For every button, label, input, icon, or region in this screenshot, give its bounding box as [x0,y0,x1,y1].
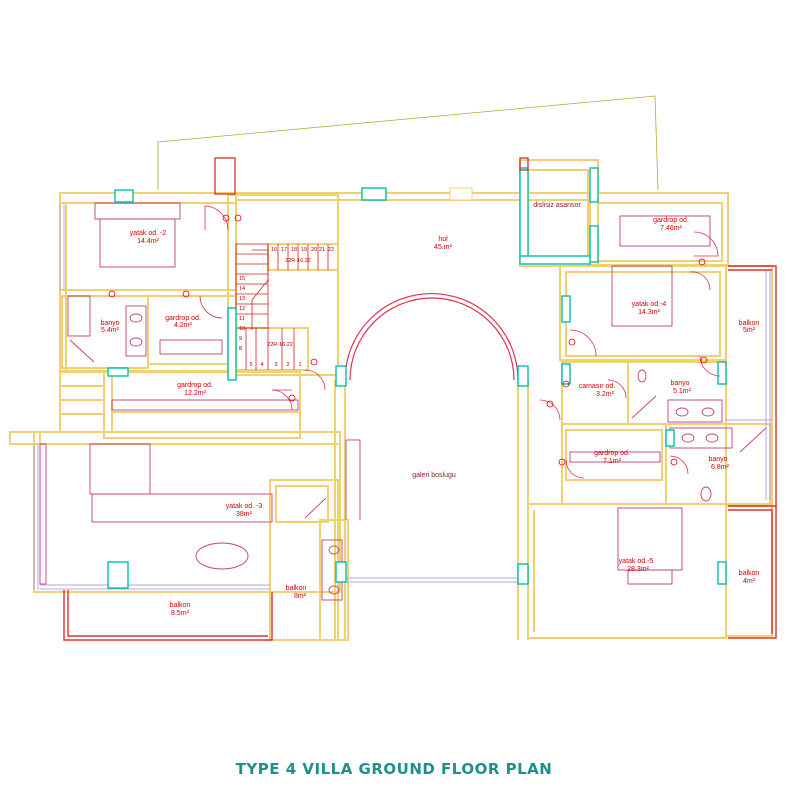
room-name-balkon3: balkon [170,602,191,609]
stair-num: 20 [311,247,317,253]
stair-num: 1 [298,362,301,368]
room-area-banyo3: 6.8m² [711,464,730,471]
room-labels: yatak od. -2 14.4m² banyo 5.4m² gardrop … [100,202,759,617]
stair-num: 19 [301,247,307,253]
stair-num: 8 [239,346,242,352]
stair-mark-upper: 22R-16.22 [285,258,311,264]
stair-num: 10 [239,326,245,332]
stair-num: 12 [239,306,245,312]
plan-title: TYPE 4 VILLA GROUND FLOOR PLAN [235,760,553,778]
red-column-stubs [214,157,529,195]
room-area-banyo2: 5.1m² [673,388,692,395]
stair-num: 14 [239,286,245,292]
stair-numbers: 16 17 18 19 20 21 22 22R-16.22 15 14 13 … [239,247,334,368]
stair-num: 4 [260,362,263,368]
roof-outline [157,95,659,191]
gallery-arch [344,292,519,381]
room-name-gardrop3: gardrop od. [653,217,689,224]
stair-num: 21 [319,247,325,253]
room-name-galeri: galeri boslugu [412,472,456,479]
stair-num: 11 [239,316,245,322]
room-name-hol: hol [438,236,448,243]
stair-num: 9 [239,336,242,342]
room-area-balkon4: 4m² [743,578,756,585]
columns [107,167,727,589]
stair-num: 18 [291,247,297,253]
stair-num: 16 [271,247,277,253]
balcony-rails [63,265,777,641]
stair-num: 2 [286,362,289,368]
room-area-gardrop4: 7.1m² [603,458,622,465]
room-name-gardrop4: gardrop od. [594,450,630,457]
column-white-top [449,187,473,201]
room-area-balkon3: 8.5m² [171,610,190,617]
room-name-camasir: camasır od. [579,383,616,390]
room-name-gardrop1: gardrop od. [165,315,201,322]
room-name-balkon1: balkon [739,320,760,327]
room-area-gardrop2: 12.2m² [184,390,206,397]
room-area-gardrop3: 7.46m² [660,225,682,232]
room-name-yatak3: yatak od. -3 [226,503,263,510]
stair-mark-lower: 22R-16.22 [267,342,293,348]
room-area-yatak2: 14.4m² [137,238,159,245]
furniture [39,202,767,601]
room-name-yatak4: yatak od.-4 [632,301,667,308]
room-area-yatak4: 14.3m² [638,309,660,316]
room-area-balkon1: 5m² [743,327,756,334]
stair-num: 5 [249,362,252,368]
stair-num: 17 [281,247,287,253]
room-name-asansor: dislisiz asansor [533,202,581,209]
room-area-camasir: 3.2m² [596,391,615,398]
room-area-balkon2: 8m² [294,593,307,600]
room-name-balkon2: balkon [286,585,307,592]
room-area-yatak3: 38m² [236,511,253,518]
door-swings [199,205,721,479]
windows [33,205,772,590]
room-name-banyo1: banyo [100,320,119,327]
room-name-yatak2: yatak od. -2 [130,230,167,237]
room-name-balkon4: balkon [739,570,760,577]
room-name-banyo3: banyo [708,456,727,463]
room-area-gardrop1: 4.2m² [174,322,193,329]
stair-num: 3 [274,362,277,368]
room-name-banyo2: banyo [670,380,689,387]
stair-num: 22 [328,247,334,253]
room-name-yatak5: yatak od.-5 [619,558,654,565]
level-markers [108,214,708,466]
stair-num: 13 [239,296,245,302]
room-area-banyo1: 5.4m² [101,327,120,334]
staircase [235,243,329,370]
stair-num: 15 [239,276,245,282]
room-area-yatak5: 28.3m² [627,566,649,573]
room-area-hol: 45.m² [434,244,453,251]
room-name-gardrop2: gardrop od. [177,382,213,389]
